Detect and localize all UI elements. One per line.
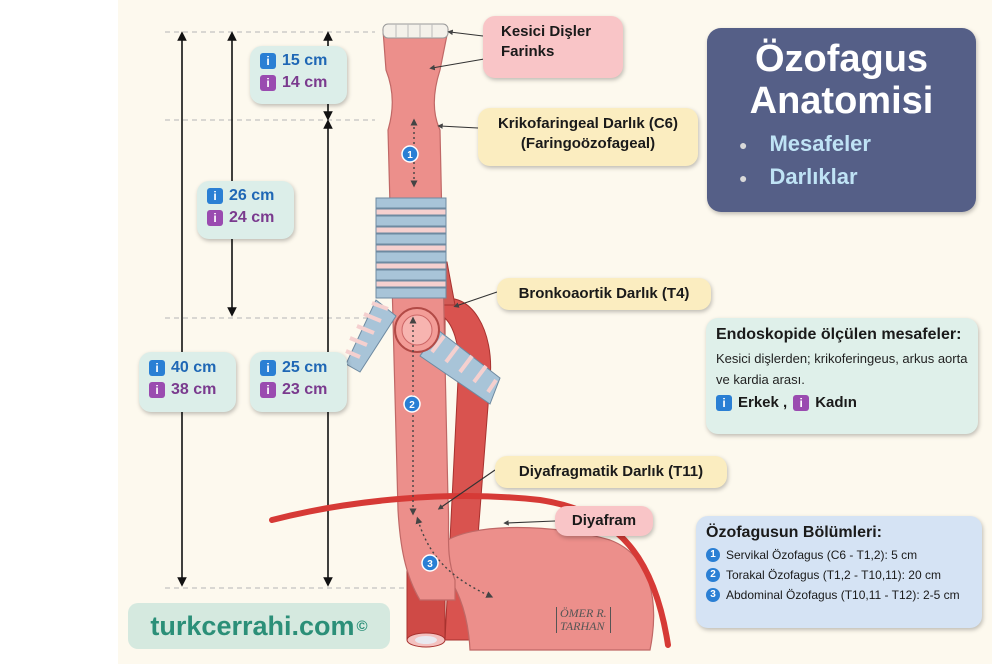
cricopharyngeal-sub-label: (Faringoözofageal) xyxy=(488,134,688,154)
title-line-2: Anatomisi xyxy=(707,80,976,122)
bullet-narrowings: Darlıklar xyxy=(739,161,976,194)
callout-bronchoaortic: Bronkoaortik Darlık (T4) xyxy=(497,278,711,310)
bronchoaortic-label: Bronkoaortik Darlık (T4) xyxy=(519,285,690,302)
incisors-label: Kesici Dişler xyxy=(501,22,613,42)
pharynx-label: Farinks xyxy=(501,42,613,62)
title-bullets: Mesafeler Darlıklar xyxy=(739,128,976,194)
female-legend-label: Kadın xyxy=(815,394,857,411)
callout-diaphragm: Diyafram xyxy=(555,506,653,536)
number-badge: 3 xyxy=(706,588,720,602)
female-icon: i xyxy=(260,382,276,398)
trachea xyxy=(376,198,446,298)
male-icon: i xyxy=(260,53,276,69)
endoscopy-legend: i Erkek , i Kadın xyxy=(716,394,968,411)
male-icon: i xyxy=(716,395,732,411)
copyright-symbol: © xyxy=(357,618,368,635)
measurement-arrows xyxy=(182,36,328,582)
callout-cricopharyngeal: Krikofaringeal Darlık (C6) (Faringoözofa… xyxy=(478,108,698,166)
female-icon: i xyxy=(149,382,165,398)
male-icon: i xyxy=(207,188,223,204)
site-watermark: turkcerrahi.com© xyxy=(128,603,390,649)
sections-heading: Özofagusun Bölümleri: xyxy=(706,524,972,542)
title-panel: Özofagus Anatomisi Mesafeler Darlıklar xyxy=(707,28,976,212)
diaphragm-label: Diyafram xyxy=(572,512,636,529)
cricopharyngeal-label: Krikofaringeal Darlık (C6) xyxy=(488,114,688,134)
endoscopy-text: Kesici dişlerden; krikoferingeus, arkus … xyxy=(716,348,968,390)
male-legend-label: Erkek , xyxy=(738,394,787,411)
number-badge: 2 xyxy=(706,568,720,582)
title-line-1: Özofagus xyxy=(707,38,976,80)
male-icon: i xyxy=(149,360,165,376)
left-bronchus xyxy=(346,300,396,372)
endoscopy-info-panel: Endoskopide ölçülen mesafeler: Kesici di… xyxy=(706,318,978,434)
female-icon: i xyxy=(207,210,223,226)
number-badge: 1 xyxy=(706,548,720,562)
bullet-distances: Mesafeler xyxy=(739,128,976,161)
author-signature: ÖMER R. TARHAN xyxy=(556,607,611,633)
callout-incisors-pharynx: Kesici Dişler Farinks xyxy=(483,16,623,78)
callout-diaphragmatic: Diyafragmatik Darlık (T11) xyxy=(495,456,727,488)
incisors-illustration xyxy=(383,24,448,38)
watermark-text: turkcerrahi.com xyxy=(150,611,354,642)
svg-text:3: 3 xyxy=(427,559,433,570)
svg-text:1: 1 xyxy=(407,150,413,161)
diaphragmatic-label: Diyafragmatik Darlık (T11) xyxy=(519,463,703,480)
female-icon: i xyxy=(793,395,809,411)
stomach xyxy=(440,528,654,651)
endoscopy-heading: Endoskopide ölçülen mesafeler: xyxy=(716,326,968,344)
female-icon: i xyxy=(260,75,276,91)
svg-text:2: 2 xyxy=(409,400,415,411)
male-icon: i xyxy=(260,360,276,376)
